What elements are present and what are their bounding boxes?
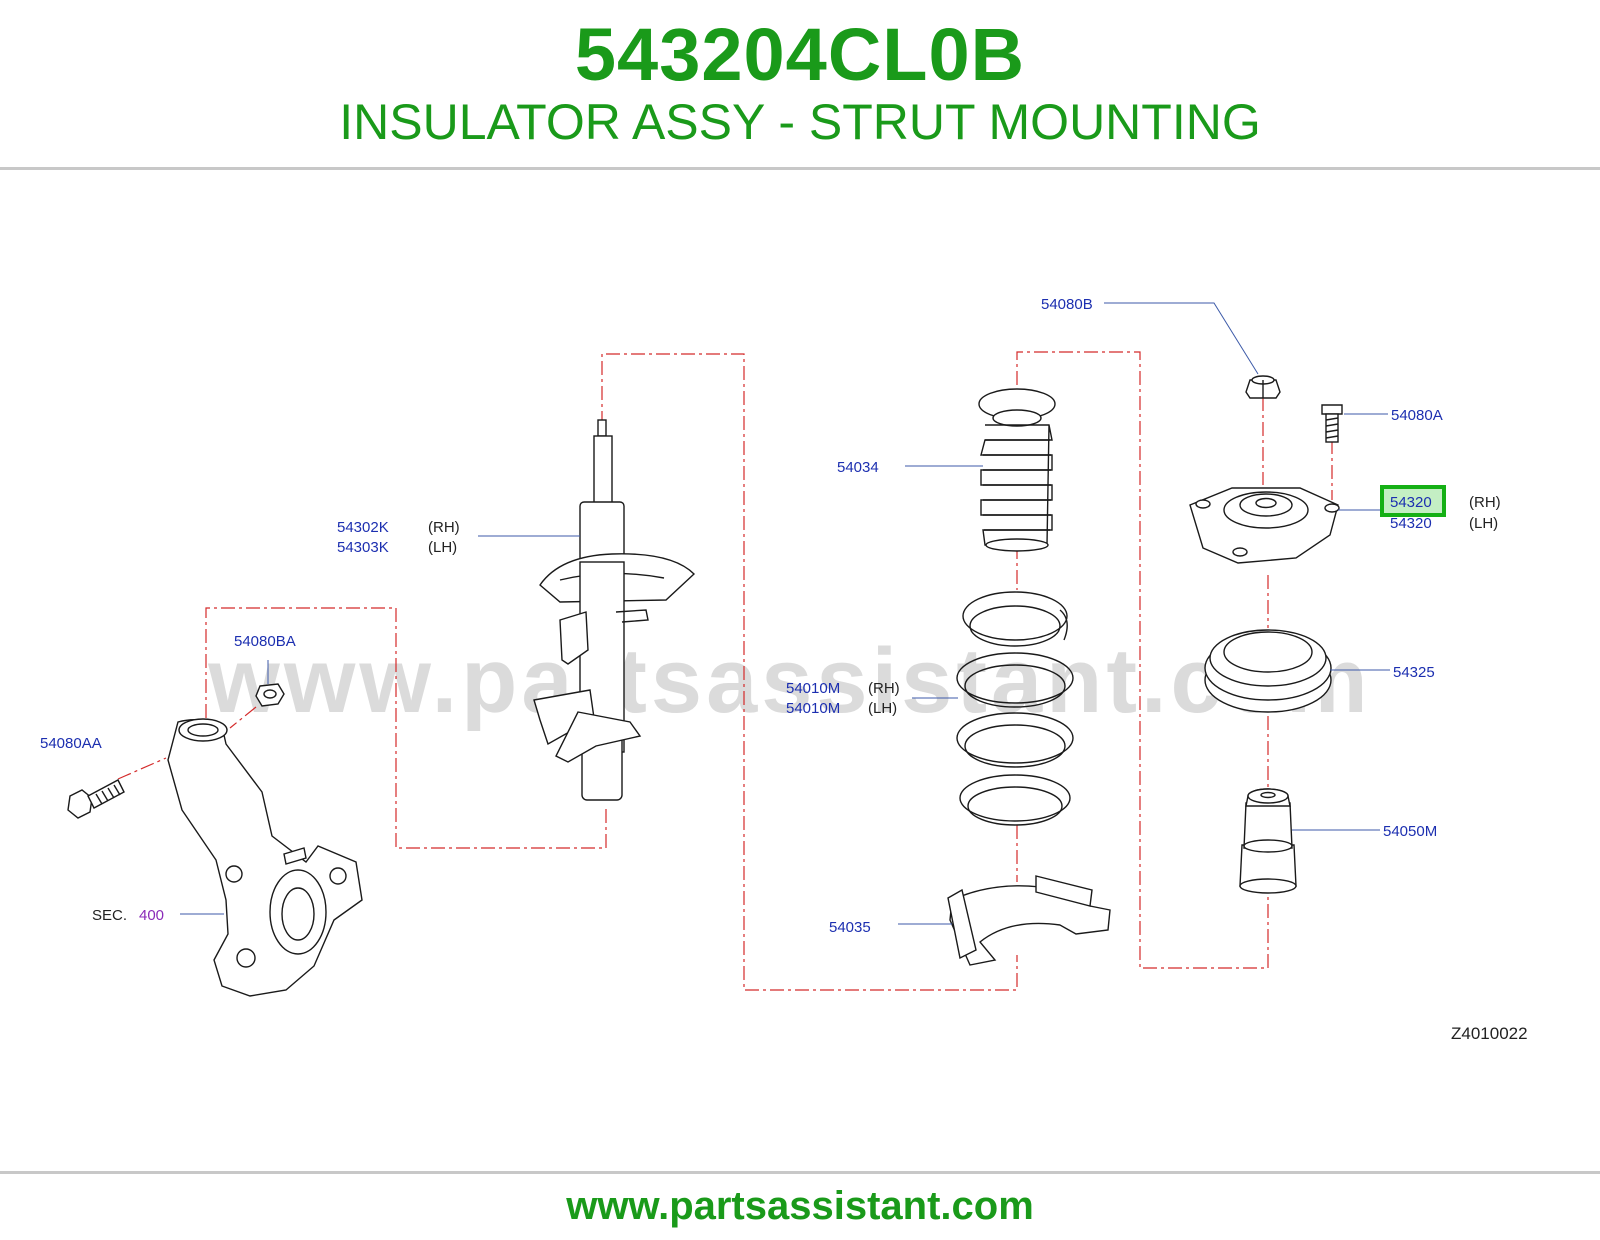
selected-part-highlight — [1380, 485, 1446, 517]
callout-54303K[interactable]: 54303K — [337, 539, 389, 556]
callout-section-400[interactable]: 400 — [139, 907, 164, 924]
callout-54035[interactable]: 54035 — [829, 919, 871, 936]
label-sec: SEC. — [92, 907, 127, 924]
callout-54010M-lh[interactable]: 54010M — [786, 700, 840, 717]
callout-54080BA[interactable]: 54080BA — [234, 633, 296, 650]
footer-url[interactable]: www.partsassistant.com — [566, 1184, 1034, 1228]
label-lh-54010M: (LH) — [868, 700, 897, 717]
header-divider — [0, 167, 1600, 170]
label-rh-54302K: (RH) — [428, 519, 460, 536]
watermark-text: www.partsassistant.com — [207, 630, 1371, 732]
part-54080B-nut[interactable] — [1245, 375, 1281, 399]
part-54320-insulator[interactable] — [1189, 487, 1340, 564]
guide-nut-to-knuckle — [229, 706, 257, 729]
part-steering-knuckle — [167, 718, 363, 997]
part-54080A-bolt[interactable] — [1321, 404, 1343, 443]
part-54325-bearing[interactable] — [1204, 629, 1332, 713]
label-rh-54010M: (RH) — [868, 680, 900, 697]
part-54302K-strut-assembly[interactable] — [533, 419, 696, 801]
guide-bolt-to-knuckle — [117, 757, 167, 780]
page-header: 543204CL0B INSULATOR ASSY - STRUT MOUNTI… — [0, 0, 1600, 170]
callout-54080AA[interactable]: 54080AA — [40, 735, 102, 752]
side-labels: (RH) (LH) (RH) (LH) (RH) (LH) SEC. Z4010… — [92, 494, 1528, 1043]
callout-54034[interactable]: 54034 — [837, 459, 879, 476]
callout-54325[interactable]: 54325 — [1393, 664, 1435, 681]
callout-54302K[interactable]: 54302K — [337, 519, 389, 536]
part-54050M-bound-bumper[interactable] — [1239, 788, 1297, 894]
callout-54010M-rh[interactable]: 54010M — [786, 680, 840, 697]
callout-labels: 54080B 54080A 54320 54320 54325 54050M 5… — [40, 296, 1443, 936]
part-54080AA-bolt[interactable] — [67, 779, 125, 819]
label-rh-54320: (RH) — [1469, 494, 1501, 511]
callout-54320-lh[interactable]: 54320 — [1390, 515, 1432, 532]
part-number-title: 543204CL0B — [574, 13, 1026, 96]
callout-54050M[interactable]: 54050M — [1383, 823, 1437, 840]
label-lh-54320: (LH) — [1469, 515, 1498, 532]
part-54034-dust-boot[interactable] — [978, 388, 1056, 552]
guide-mount-axis — [1262, 397, 1269, 788]
part-54080BA-nut[interactable] — [255, 683, 285, 707]
callout-54320-rh[interactable]: 54320 — [1390, 494, 1432, 511]
guide-strut-frame — [601, 353, 1018, 991]
guide-knuckle-to-strut — [205, 607, 607, 849]
callout-leader-lines — [180, 302, 1390, 925]
part-54035-spring-seat[interactable] — [947, 875, 1111, 966]
part-description-title: INSULATOR ASSY - STRUT MOUNTING — [339, 94, 1261, 150]
figure-code: Z4010022 — [1451, 1024, 1528, 1043]
label-lh-54303K: (LH) — [428, 539, 457, 556]
guide-spring-frame — [1016, 351, 1269, 969]
footer-divider — [0, 1171, 1600, 1174]
part-54010M-coil-spring[interactable] — [956, 591, 1074, 826]
callout-54080A[interactable]: 54080A — [1391, 407, 1443, 424]
callout-54080B[interactable]: 54080B — [1041, 296, 1093, 313]
assembly-guide-lines — [117, 351, 1333, 991]
